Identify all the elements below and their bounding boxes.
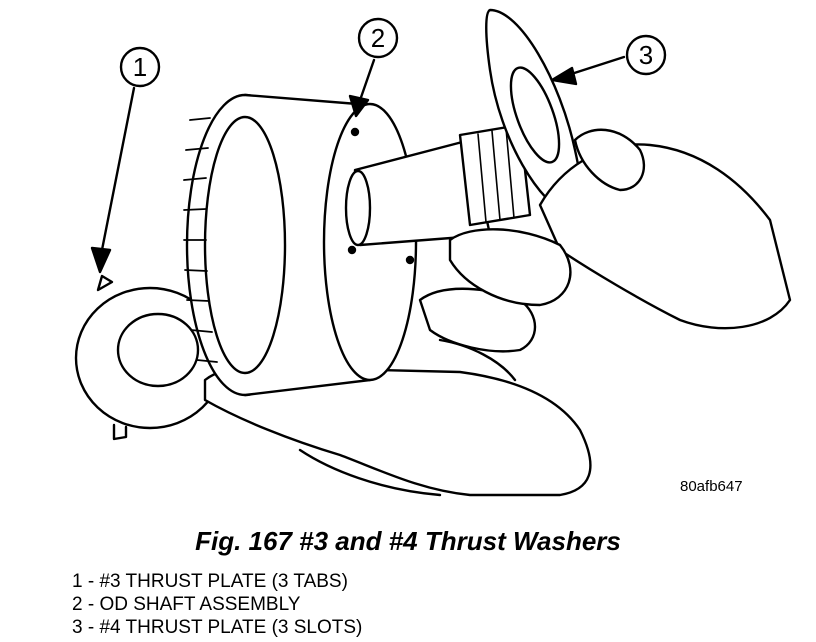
upper-hand [448,128,792,330]
callout-3-number: 3 [639,40,653,70]
leader-line-2 [348,58,376,118]
callout-1 [119,46,161,88]
legend-item: 2 - OD SHAFT ASSEMBLY [72,594,301,615]
leader-line-1 [90,86,136,274]
legend-item: 1 - #3 THRUST PLATE (3 TABS) [72,571,348,592]
figure-caption: Fig. 167 #3 and #4 Thrust Washers [195,526,621,556]
callout-2 [357,17,399,59]
od-shaft-assembly [183,93,418,397]
leader-line-3 [550,55,626,86]
image-reference-code: 80afb647 [680,478,743,495]
callout-1-number: 1 [133,52,147,82]
output-shaft [344,123,532,247]
legend-item: 3 - #4 THRUST PLATE (3 SLOTS) [72,617,363,638]
thrust-washer-illustration: 1 2 3 [74,8,792,497]
legend-list: 1 - #3 THRUST PLATE (3 TABS) 2 - OD SHAF… [72,570,362,639]
callout-2-number: 2 [371,23,385,53]
callout-3 [625,34,667,76]
